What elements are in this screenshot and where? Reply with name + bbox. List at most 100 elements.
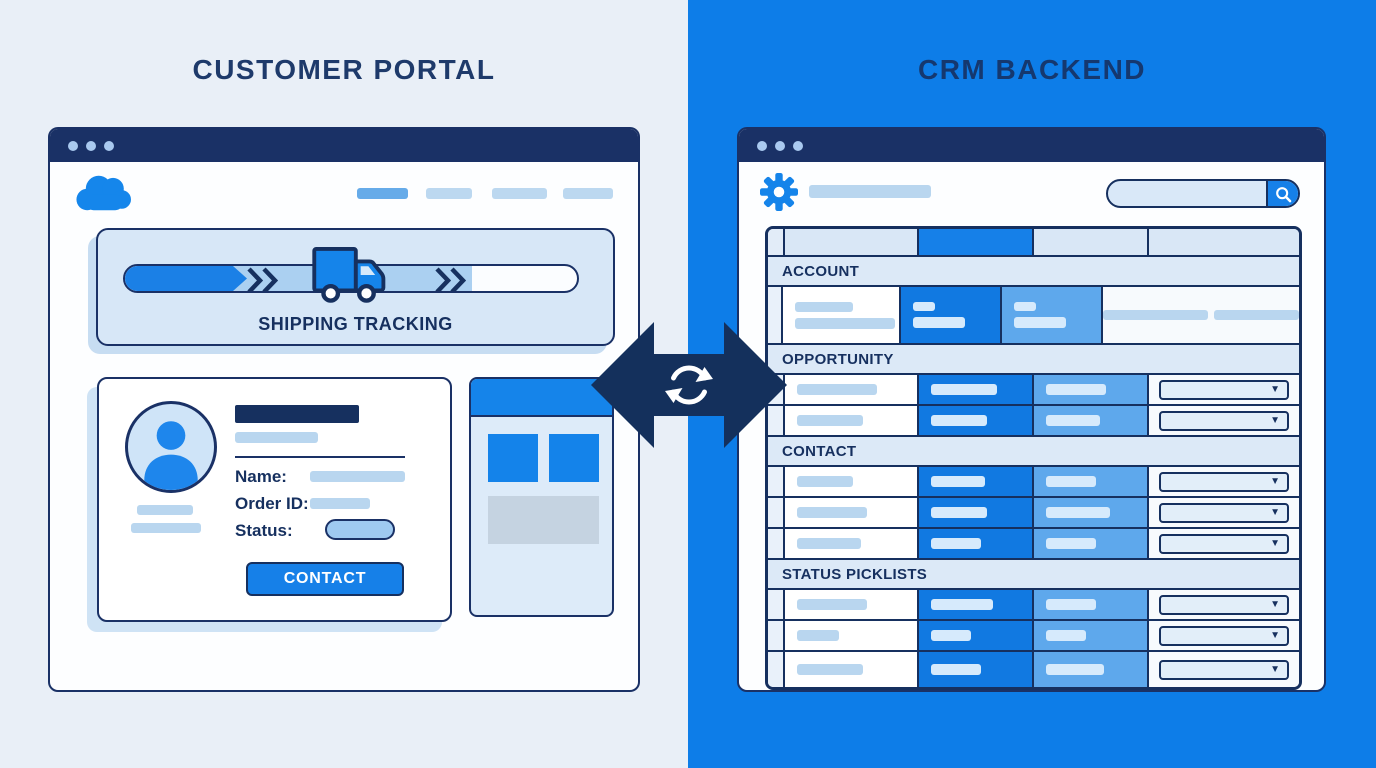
portal-window: SHIPPING TRACKING Name: Order ID: Status…: [48, 127, 640, 692]
picklist-dropdown[interactable]: ▼: [1159, 594, 1289, 615]
placeholder-bar: [931, 630, 971, 641]
placeholder-bar: [1046, 415, 1100, 426]
search-field[interactable]: [1108, 181, 1266, 206]
order-id-value-bar: [310, 498, 370, 509]
crm-table-cell: ▼: [1149, 498, 1299, 527]
divider: [235, 456, 405, 458]
crm-table-header-cell: [768, 229, 785, 255]
sync-arrow: [591, 322, 787, 448]
crm-table-cell: [785, 529, 919, 558]
crm-table-cell: [782, 287, 901, 343]
nav-item[interactable]: [563, 188, 613, 199]
picklist-dropdown[interactable]: ▼: [1159, 625, 1289, 646]
window-dot[interactable]: [757, 140, 767, 151]
window-dot[interactable]: [775, 140, 785, 151]
crm-table-cell: [900, 287, 1002, 343]
picklist-dropdown[interactable]: ▼: [1159, 471, 1289, 492]
crm-table-row: ▼: [768, 652, 1299, 687]
crm-table-header-cell: [1034, 229, 1149, 255]
panel-header: [471, 379, 612, 417]
crm-title: CRM BACKEND: [917, 54, 1147, 85]
crm-table-cell: [1103, 287, 1299, 343]
crm-table-cell: [768, 287, 783, 343]
window-dot[interactable]: [86, 140, 96, 151]
crm-table-cell: [768, 467, 785, 496]
placeholder-bar: [794, 317, 895, 329]
crm-table-cell: [768, 652, 785, 687]
crm-table-cell: [785, 590, 919, 619]
search-button[interactable]: [1266, 181, 1298, 206]
caret-down-icon: ▼: [1270, 629, 1280, 641]
placeholder-bar: [797, 507, 867, 518]
placeholder-bar: [797, 384, 877, 395]
nav-item[interactable]: [357, 188, 408, 199]
search-input[interactable]: [1106, 179, 1300, 208]
nav-item[interactable]: [426, 188, 472, 199]
crm-table-header-cell: [1149, 229, 1299, 255]
placeholder-bar: [1046, 538, 1096, 549]
placeholder-bar: [931, 599, 993, 610]
placeholder-bar: [931, 538, 981, 549]
contact-button[interactable]: CONTACT: [246, 562, 404, 596]
crm-table-cell: ▼: [1149, 406, 1299, 435]
order-summary-panel: [469, 377, 614, 617]
crm-table-cell: ▼: [1149, 621, 1299, 650]
content-block: [488, 496, 599, 544]
crm-table-cell: [768, 406, 785, 435]
crm-table-row: ▼: [768, 406, 1299, 437]
picklist-dropdown[interactable]: ▼: [1159, 533, 1289, 554]
delivery-truck-icon: [312, 246, 386, 303]
settings-gear-icon[interactable]: [760, 173, 798, 216]
status-label: Status:: [235, 521, 293, 540]
thumbnail-block: [549, 434, 599, 482]
picklist-dropdown[interactable]: ▼: [1159, 379, 1289, 400]
cloud-logo-icon: [70, 169, 136, 217]
placeholder-bar: [797, 599, 867, 610]
picklist-dropdown[interactable]: ▼: [1159, 410, 1289, 431]
crm-table-cell: ▼: [1149, 467, 1299, 496]
name-value-bar: [310, 471, 405, 482]
window-dot[interactable]: [104, 140, 114, 151]
picklist-dropdown[interactable]: ▼: [1159, 502, 1289, 523]
caret-down-icon: ▼: [1270, 475, 1280, 487]
avatar: [125, 401, 217, 493]
placeholder-bar: [1046, 664, 1104, 675]
placeholder-bar: [809, 185, 931, 198]
crm-table-cell: [1034, 406, 1149, 435]
crm-table-cell: ▼: [1149, 652, 1299, 687]
crm-table-cell: [919, 590, 1034, 619]
crm-table-cell: [1034, 590, 1149, 619]
crm-table-cell: [1034, 621, 1149, 650]
crm-table-header: [768, 229, 1299, 257]
crm-table-header-cell: [785, 229, 919, 255]
crm-table-row: ▼: [768, 590, 1299, 621]
caret-down-icon: ▼: [1270, 383, 1280, 395]
customer-card: Name: Order ID: Status: CONTACT: [97, 377, 452, 622]
crm-table-cell: [1034, 529, 1149, 558]
placeholder-bar: [912, 302, 935, 311]
crm-titlebar: [739, 129, 1324, 162]
window-dot[interactable]: [68, 140, 78, 151]
placeholder-bar: [794, 301, 853, 312]
crm-section-header: ACCOUNT: [768, 257, 1299, 287]
caret-down-icon: ▼: [1270, 663, 1280, 675]
placeholder-bar: [1046, 476, 1096, 487]
thumbnail-block: [488, 434, 538, 482]
crm-table-cell: [919, 375, 1034, 404]
caret-down-icon: ▼: [1270, 506, 1280, 518]
customer-portal-side: CUSTOMER PORTAL: [0, 0, 688, 768]
crm-table-cell: [919, 498, 1034, 527]
nav-item[interactable]: [492, 188, 547, 199]
picklist-dropdown[interactable]: ▼: [1159, 659, 1289, 680]
placeholder-bar: [131, 523, 201, 533]
crm-section-header: CONTACT: [768, 437, 1299, 467]
crm-table-cell: [785, 375, 919, 404]
placeholder-bar: [1046, 507, 1110, 518]
window-dot[interactable]: [793, 140, 803, 151]
crm-table-cell: [768, 621, 785, 650]
crm-section-header: OPPORTUNITY: [768, 345, 1299, 375]
crm-table-header-cell-selected: [919, 229, 1034, 255]
crm-table-cell: [768, 590, 785, 619]
